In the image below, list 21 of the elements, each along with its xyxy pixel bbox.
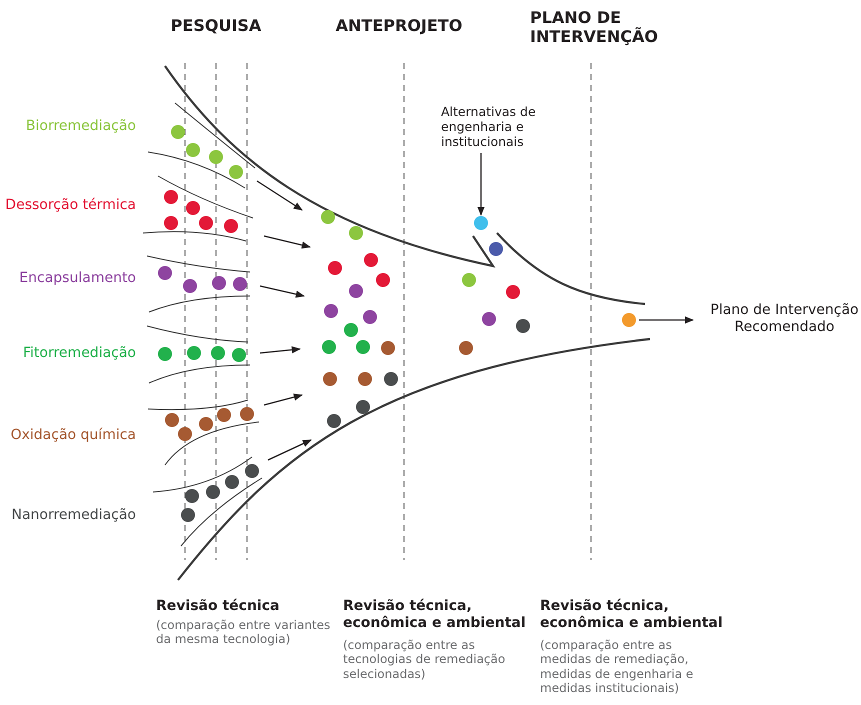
technology-label: Biorremediação — [24, 118, 136, 135]
dot-marker — [474, 216, 488, 230]
arrow — [639, 316, 694, 324]
review-heading: Revisão técnica, econômica e ambiental — [540, 598, 724, 632]
stage-heading: ANTEPROJETO — [334, 16, 464, 36]
stage-heading: PLANO DE INTERVENÇÃO — [530, 8, 659, 46]
annotation-text: Alternativas de engenharia e institucionais — [441, 104, 551, 149]
arrow — [477, 153, 485, 216]
review-note: (comparação entre variantes da mesma tecnologia) — [156, 618, 331, 647]
stage-heading: PESQUISA — [170, 16, 262, 36]
review-heading: Revisão técnica, econômica e ambiental — [343, 598, 527, 632]
technology-label: Oxidação química — [10, 427, 136, 444]
result-text: Plano de Intervenção Recomendado — [697, 302, 861, 336]
technology-label: Nanorremediação — [10, 507, 136, 524]
technology-label: Fitorremediação — [22, 345, 136, 362]
technology-label: Dessorção térmica — [4, 197, 136, 214]
review-note: (comparação entre as medidas de remediação, medidas de engenharia e medidas institucionais) — [540, 638, 694, 696]
technology-label: Encapsulamento — [18, 270, 136, 287]
dot-marker — [622, 313, 636, 327]
review-heading: Revisão técnica — [156, 598, 280, 615]
review-note: (comparação entre as tecnologias de remediação selecionadas) — [343, 638, 506, 682]
